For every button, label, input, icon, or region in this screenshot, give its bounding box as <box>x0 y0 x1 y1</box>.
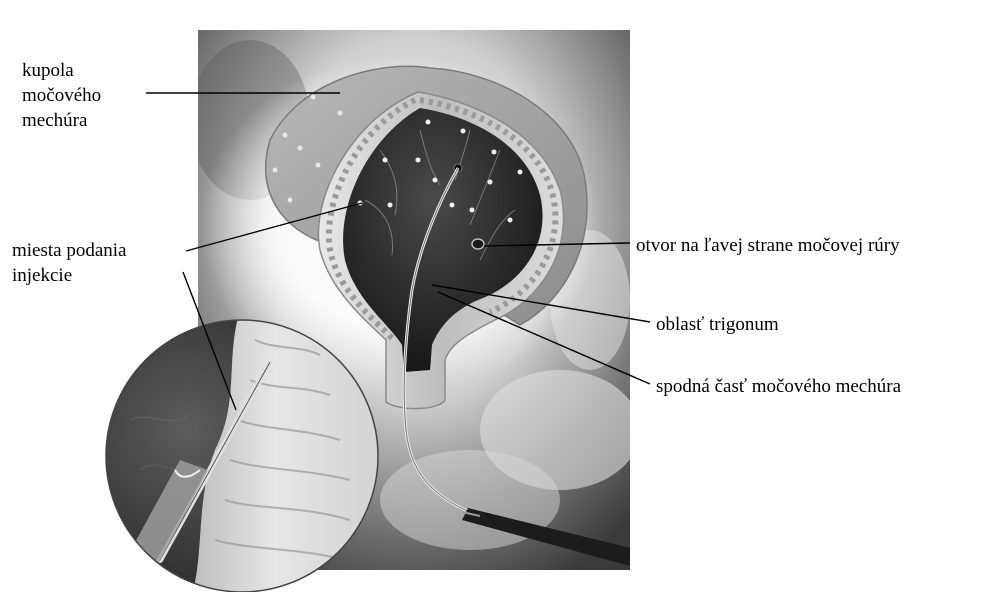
label-bladder-base: spodná časť močového mechúra <box>656 374 901 399</box>
label-trigone: oblasť trigonum <box>656 312 779 337</box>
label-bladder-dome: kupola močového mechúra <box>22 58 101 133</box>
label-injection-sites: miesta podania injekcie <box>12 238 127 288</box>
ureteral-orifice <box>472 239 484 249</box>
label-ureteral-orifice: otvor na ľavej strane močovej rúry <box>636 233 900 258</box>
